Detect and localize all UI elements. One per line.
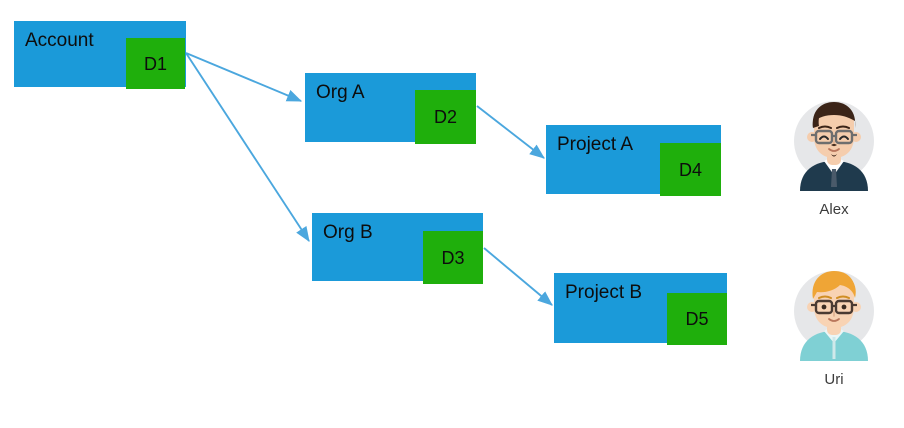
badge-d3[interactable]: D3 <box>423 231 483 284</box>
person-alex-name: Alex <box>819 201 849 218</box>
badge-d2[interactable]: D2 <box>415 90 476 144</box>
edge-account-to-org-a <box>185 52 303 102</box>
badge-d2-label: D2 <box>433 107 457 127</box>
person-uri[interactable]: Uri <box>786 265 882 389</box>
person-alex[interactable]: Alex <box>786 95 882 219</box>
person-uri-name: Uri <box>824 371 844 388</box>
edge-org-b-to-project-b <box>483 247 553 306</box>
node-org-a-label: Org A <box>316 82 365 103</box>
avatar-alex-icon <box>794 101 874 191</box>
node-org-b-label: Org B <box>323 222 373 243</box>
node-account-label: Account <box>25 30 94 51</box>
badge-d4-label: D4 <box>678 159 702 180</box>
badge-d4[interactable]: D4 <box>660 143 721 196</box>
badge-d1-label: D1 <box>143 53 167 74</box>
node-project-b-label: Project B <box>565 282 643 303</box>
avatar-uri-icon <box>794 271 874 361</box>
edge-org-a-to-project-a <box>476 105 545 159</box>
badge-d5-label: D5 <box>685 309 709 329</box>
edge-account-to-org-b <box>185 52 310 242</box>
badge-d1[interactable]: D1 <box>126 38 185 89</box>
node-project-a-label: Project A <box>557 134 634 155</box>
badge-d3-label: D3 <box>441 247 465 268</box>
badge-d5[interactable]: D5 <box>667 293 727 345</box>
